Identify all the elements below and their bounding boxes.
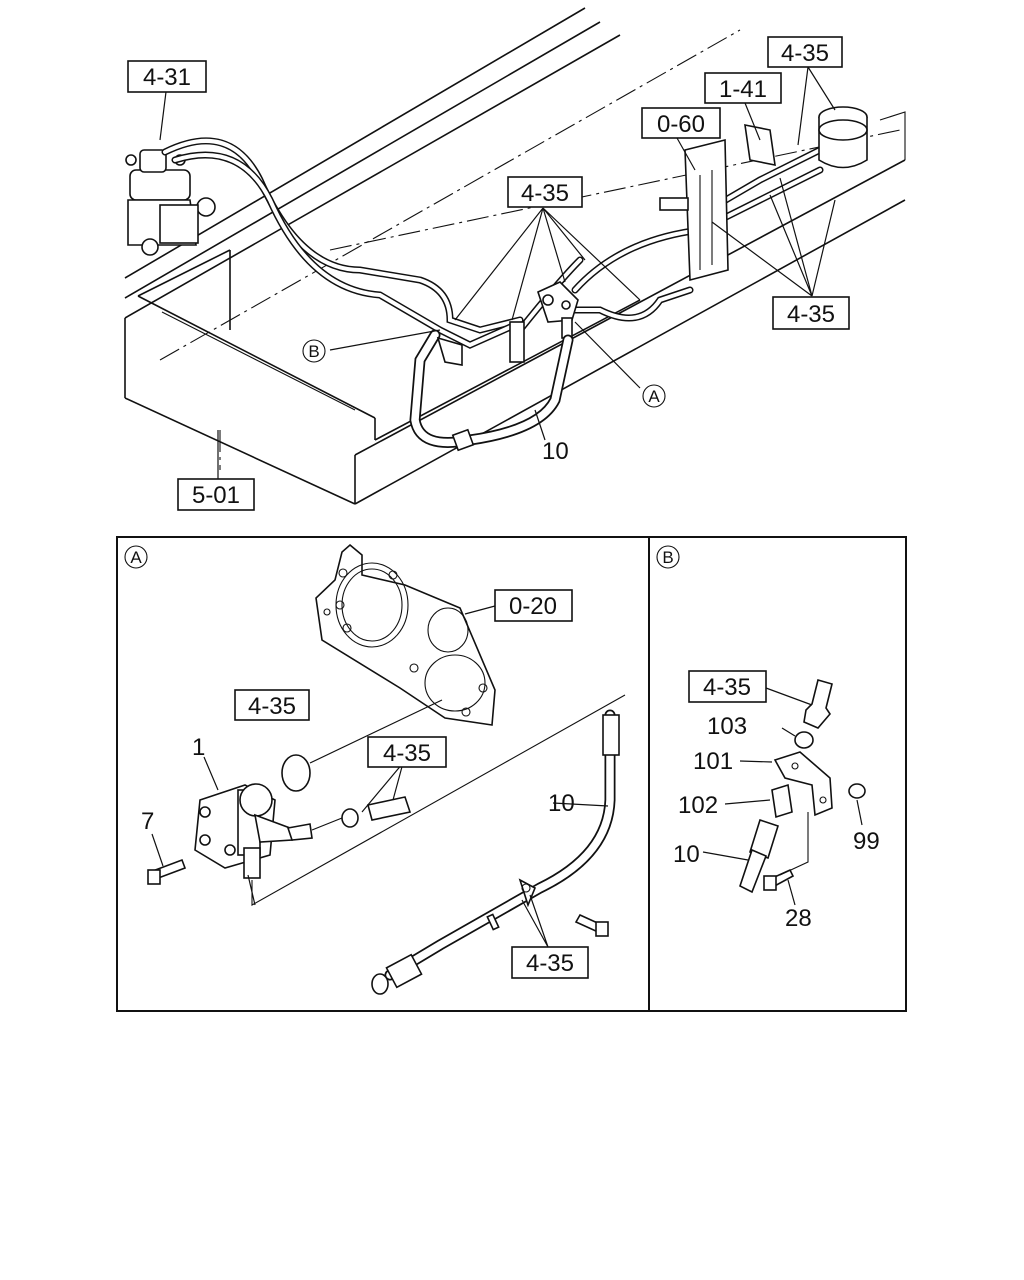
steering-gear (125, 149, 216, 256)
ref-box-4-31: 4-31 (127, 60, 207, 93)
hose-10-main (409, 321, 574, 452)
detail-b-marker-label: B (662, 548, 673, 567)
part-number-103: 103 (707, 713, 747, 740)
ref-label-4-35-reservoir: 4-35 (781, 40, 829, 67)
chassis-frame (124, 7, 906, 505)
part-number-102: 102 (678, 792, 718, 819)
ref-label-0-20: 0-20 (509, 593, 557, 620)
ref-box-4-35-seal: 4-35 (367, 736, 447, 768)
ref-label-1-41: 1-41 (719, 76, 767, 103)
washer-99 (848, 783, 866, 799)
ref-label-4-35-oring: 4-35 (248, 693, 296, 720)
detail-frame (116, 536, 907, 1012)
ref-label-4-35-detail-b: 4-35 (703, 674, 751, 701)
bolt-7 (147, 858, 187, 885)
ref-label-4-35-pump: 4-35 (521, 180, 569, 207)
gasket-plate (315, 543, 496, 726)
part-number-10-detail-b: 10 (673, 841, 700, 868)
pump-outlet-fitting (286, 823, 313, 841)
ref-label-4-31: 4-31 (143, 64, 191, 91)
detail-marker-b-main: B (302, 339, 326, 363)
bracket-101 (773, 751, 833, 817)
ref-label-5-01: 5-01 (192, 482, 240, 509)
bracket-bolt (574, 913, 609, 937)
ref-label-4-35-seal: 4-35 (383, 740, 431, 767)
pressure-pipes (161, 137, 824, 349)
ref-box-4-35-reservoir: 4-35 (767, 36, 843, 68)
ref-label-0-60: 0-60 (657, 111, 705, 138)
main-view: 4-31 4-35 1-41 0-60 4-35 4-35 5-01 10 (124, 7, 906, 511)
detail-a: A (124, 543, 626, 995)
reservoir-and-brackets (659, 106, 868, 282)
hose-10-detail-a (371, 709, 620, 995)
part-number-28: 28 (785, 905, 812, 932)
ref-box-1-41: 1-41 (704, 72, 782, 104)
bolt-28 (763, 868, 795, 891)
ref-label-4-35-lines: 4-35 (787, 301, 835, 328)
part-number-99: 99 (853, 828, 880, 855)
hose-10-detail-b (739, 818, 779, 894)
part-number-7: 7 (141, 808, 154, 835)
pump-body (194, 783, 293, 879)
o-ring (281, 754, 311, 792)
connector-102 (771, 783, 793, 819)
detail-marker-a: A (124, 545, 148, 569)
part-number-10-main: 10 (542, 438, 569, 465)
part-number-10-detail-a: 10 (548, 790, 575, 817)
ref-box-0-20: 0-20 (494, 589, 573, 622)
ref-label-4-35-bracket: 4-35 (526, 950, 574, 977)
marker-b-label: B (308, 342, 319, 361)
ref-box-0-60: 0-60 (641, 107, 721, 139)
marker-a-label: A (648, 387, 660, 406)
detail-a-marker-label: A (130, 548, 142, 567)
detail-b: B 4-35 (656, 545, 880, 932)
cap (803, 679, 833, 729)
ref-box-4-35-detail-b: 4-35 (688, 670, 767, 703)
nut-103 (794, 731, 814, 749)
pump-assembly (537, 281, 579, 339)
part-number-1: 1 (192, 734, 205, 761)
part-number-101: 101 (693, 748, 733, 775)
ref-box-5-01: 5-01 (177, 478, 255, 511)
sleeve (367, 796, 412, 821)
seal-ring (341, 808, 359, 828)
ref-box-4-35-bracket: 4-35 (511, 946, 589, 979)
ref-box-4-35-lines: 4-35 (772, 296, 850, 330)
detail-marker-b: B (656, 545, 680, 569)
ref-box-4-35-pump: 4-35 (507, 176, 583, 208)
detail-marker-a-main: A (642, 384, 666, 408)
ref-box-4-35-oring: 4-35 (234, 689, 310, 721)
main-leaders (159, 66, 836, 480)
